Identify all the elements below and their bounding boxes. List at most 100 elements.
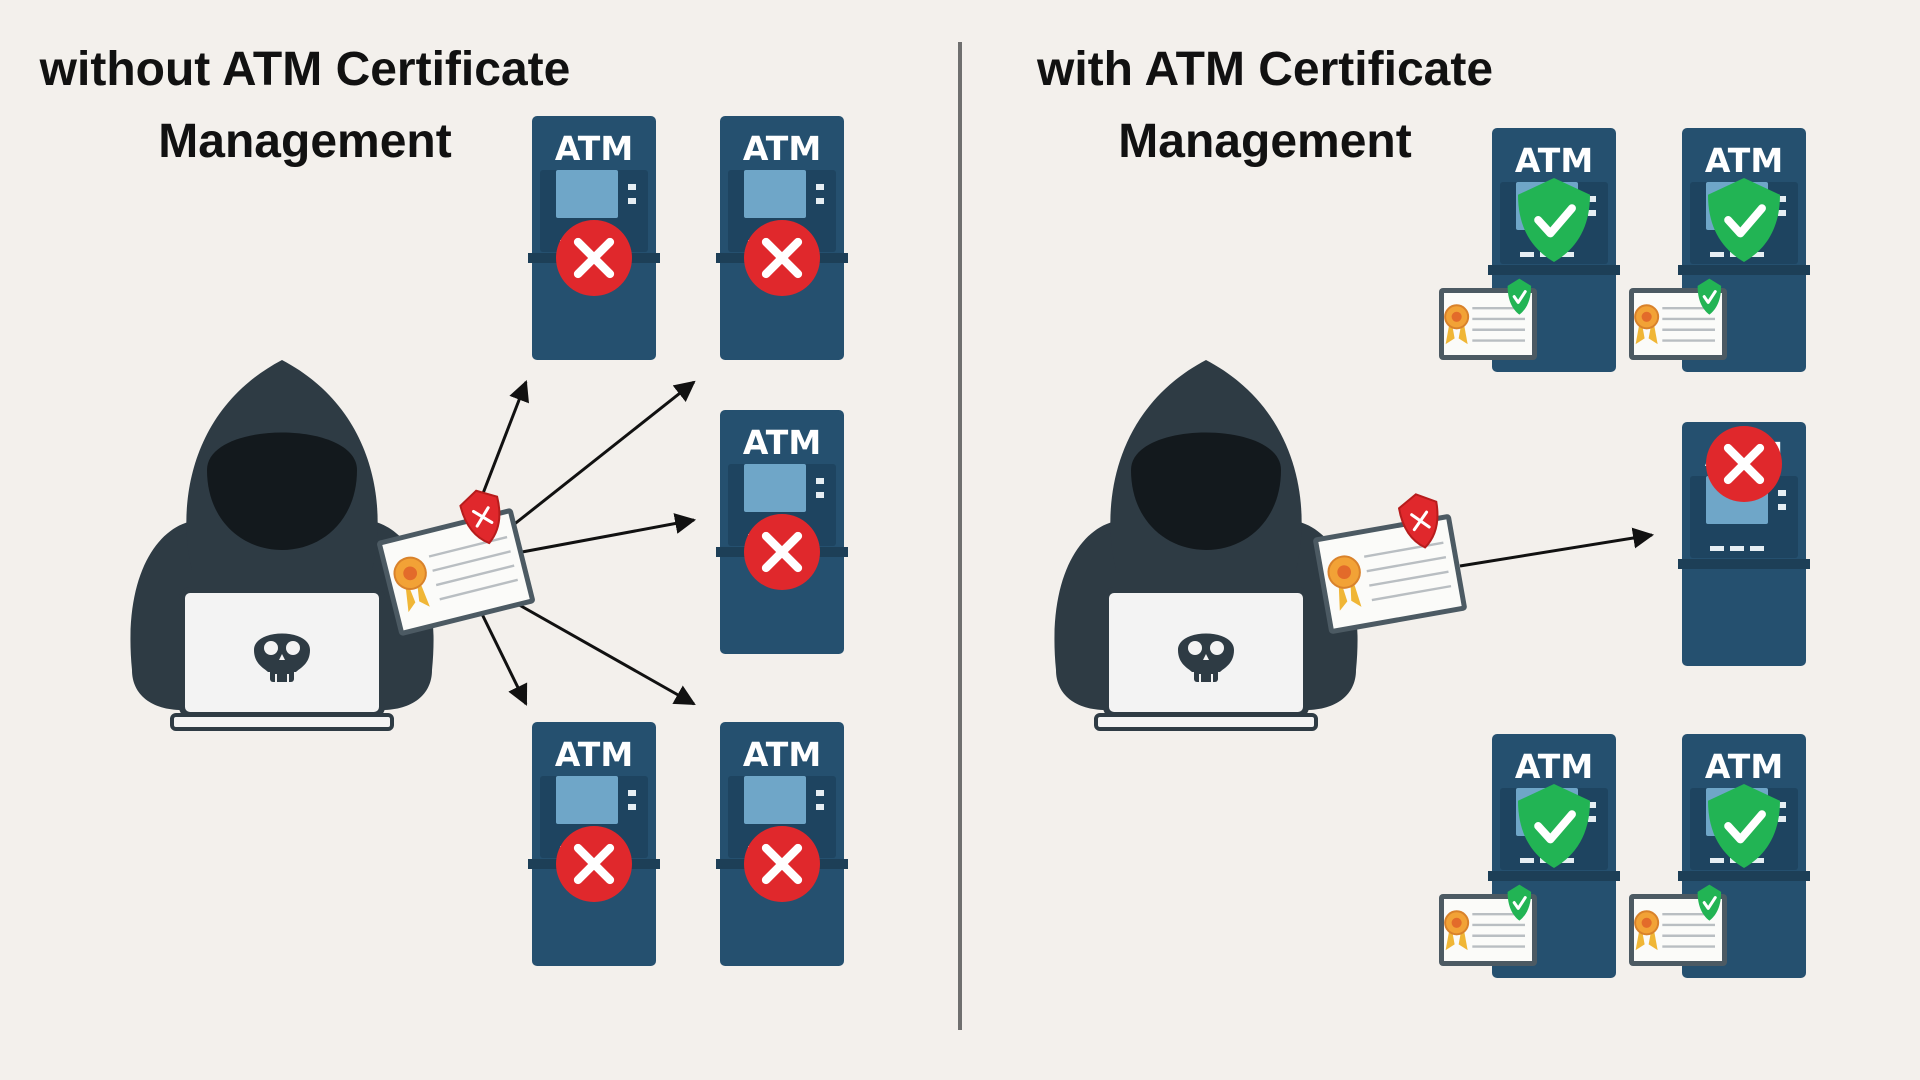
check-mark — [1534, 204, 1576, 238]
atm-button — [628, 184, 636, 190]
certificate-icon — [1629, 278, 1727, 360]
x-mark — [761, 237, 803, 279]
seal-star — [1451, 917, 1462, 928]
atm-button — [816, 184, 824, 190]
atm-button — [1778, 490, 1786, 496]
arrow-icon — [480, 380, 529, 497]
atm-label: ATM — [743, 735, 821, 774]
seal-ribbon — [1458, 316, 1468, 345]
atm-button — [1588, 802, 1596, 808]
atm-keypad — [1710, 252, 1724, 257]
atm-ledge — [1488, 871, 1620, 881]
atm-icon: ATM — [716, 722, 848, 966]
hacker-face — [207, 432, 357, 550]
atm-button — [816, 478, 824, 484]
atm-button — [1778, 210, 1786, 216]
atm-screen — [744, 464, 806, 512]
skull-icon — [254, 633, 310, 682]
x-mark — [573, 237, 615, 279]
seal-ribbon — [1648, 922, 1658, 951]
atm-keypad — [1520, 858, 1534, 863]
seal-star — [1337, 565, 1352, 579]
x-mark — [471, 506, 494, 528]
laptop-base — [1094, 713, 1318, 731]
shield-shape — [1518, 178, 1590, 262]
atm-ledge — [1678, 871, 1810, 881]
hacker-icon — [1054, 360, 1358, 731]
seal-ribbon — [1445, 316, 1455, 345]
atm-icon: ATM — [1629, 734, 1810, 978]
atm-keypad — [1710, 546, 1724, 551]
skull-head — [254, 633, 310, 672]
shield-check-icon — [1518, 178, 1590, 262]
atm-button — [816, 492, 824, 498]
x-circle-icon — [744, 514, 820, 590]
title-without-management: without ATM Certificate Management — [39, 43, 571, 168]
atm-label: ATM — [1705, 141, 1783, 180]
certificate-line — [1363, 541, 1444, 558]
atm-icon: ATM — [716, 116, 848, 360]
atm-label: ATM — [1515, 747, 1593, 786]
shield-check-icon — [1708, 178, 1780, 262]
check-mark — [1724, 810, 1766, 844]
atm-button — [628, 790, 636, 796]
certificate-line — [1366, 555, 1447, 573]
arrow-icon — [480, 613, 528, 706]
panel-divider — [958, 42, 962, 1030]
check-mark — [1512, 290, 1527, 304]
shield-shape — [1507, 884, 1532, 921]
x-mark — [761, 531, 803, 573]
atm-icon: ATM — [1678, 422, 1810, 666]
atm-keypad — [1750, 858, 1764, 863]
seal-ribbon — [1648, 316, 1658, 345]
atm-screen — [744, 776, 806, 824]
skull-icon — [1178, 633, 1234, 682]
atm-ledge — [1678, 559, 1810, 569]
seal-star — [1641, 917, 1652, 928]
atm-button — [1588, 210, 1596, 216]
x-circle-icon — [556, 220, 632, 296]
atm-keypad — [1560, 858, 1574, 863]
atm-ledge — [1488, 265, 1620, 275]
atm-button — [1778, 802, 1786, 808]
shield-check-icon — [1697, 884, 1722, 921]
skull-nose — [1203, 654, 1209, 660]
seal-ribbon — [1445, 922, 1455, 951]
atm-label: ATM — [555, 735, 633, 774]
hacker-icon — [130, 360, 434, 731]
atm-keypad — [1560, 252, 1574, 257]
atm-button — [1778, 504, 1786, 510]
atm-label: ATM — [555, 129, 633, 168]
x-circle-icon — [744, 826, 820, 902]
shield-shape — [1708, 784, 1780, 868]
x-mark — [573, 843, 615, 885]
shield-shape — [1697, 278, 1722, 315]
shield-check-icon — [1507, 278, 1532, 315]
seal-star — [1451, 311, 1462, 322]
seal-ribbon — [1458, 922, 1468, 951]
atm-keypad — [1520, 252, 1534, 257]
skull-eye — [1188, 641, 1202, 655]
shield-shape — [1507, 278, 1532, 315]
arrow-icon — [521, 513, 697, 554]
shield-check-icon — [1697, 278, 1722, 315]
atm-button — [816, 804, 824, 810]
arrow-icon — [1459, 527, 1655, 568]
atm-button — [1778, 196, 1786, 202]
atm-icon: ATM — [1439, 128, 1620, 372]
certificate-icon — [377, 489, 535, 636]
atm-label: ATM — [743, 423, 821, 462]
seal-star — [403, 566, 418, 581]
shield-check-icon — [1507, 884, 1532, 921]
atm-button — [1588, 816, 1596, 822]
x-circle-icon — [556, 826, 632, 902]
shield-x-icon — [1397, 493, 1439, 549]
atm-button — [1778, 816, 1786, 822]
atm-icon: ATM — [528, 722, 660, 966]
title-with-management: with ATM Certificate Management — [1036, 43, 1494, 168]
certificate-icon — [1439, 884, 1537, 966]
certificate-icon — [1439, 278, 1537, 360]
certificate-icon — [1629, 884, 1727, 966]
hacker-face — [1131, 432, 1281, 550]
